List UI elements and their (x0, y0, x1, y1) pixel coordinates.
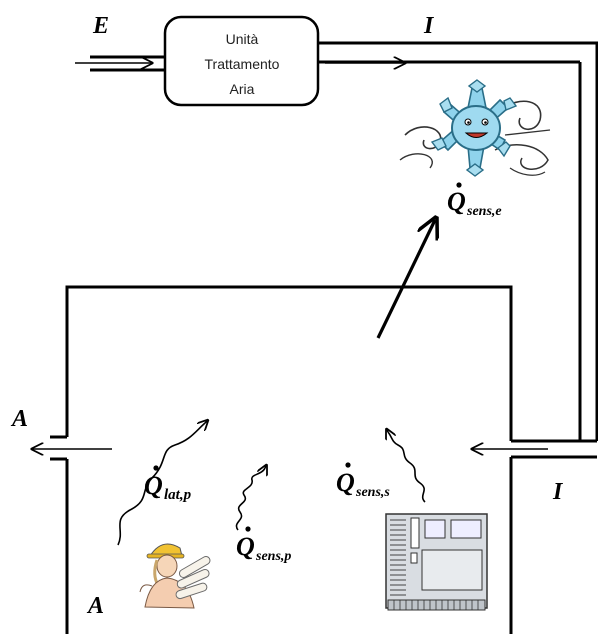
external-heat-arrow (376, 220, 435, 339)
air-handling-unit-box (163, 15, 320, 107)
snowflake-cartoon-icon (399, 79, 551, 177)
label-external-air: E (92, 13, 109, 39)
svg-text:sens,p: sens,p (255, 549, 291, 564)
svg-text:sens,s: sens,s (355, 485, 390, 500)
supply-duct (90, 41, 598, 459)
flow-arrows (32, 63, 548, 449)
unit-label-line3: Aria (230, 81, 255, 97)
latent-people-heat-arrow (117, 421, 207, 546)
q-sens-s-label: Q sens,s (336, 462, 390, 500)
room-walls (50, 285, 513, 634)
svg-text:Q: Q (144, 471, 163, 500)
q-sens-e-label: Q sens,e (447, 182, 502, 219)
label-inlet-top: I (423, 13, 435, 39)
unit-label-line2: Trattamento (205, 56, 280, 72)
sensible-equipment-heat-arrow (387, 430, 426, 503)
unit-label-line1: Unità (226, 31, 259, 47)
label-exhaust-left: A (10, 406, 28, 432)
svg-text:Q: Q (236, 532, 255, 561)
sensible-people-heat-arrow (235, 466, 266, 531)
electrical-cabinet-icon (385, 513, 488, 611)
svg-text:Q: Q (336, 468, 355, 497)
label-room-air: A (86, 593, 104, 619)
svg-text:lat,p: lat,p (164, 487, 192, 503)
svg-text:Q: Q (447, 187, 466, 216)
q-lat-p-label: Q lat,p (144, 465, 192, 503)
svg-text:sens,e: sens,e (466, 204, 502, 219)
label-inlet-right: I (552, 479, 564, 505)
person-with-plans-icon (139, 543, 211, 609)
q-sens-p-label: Q sens,p (236, 526, 291, 564)
